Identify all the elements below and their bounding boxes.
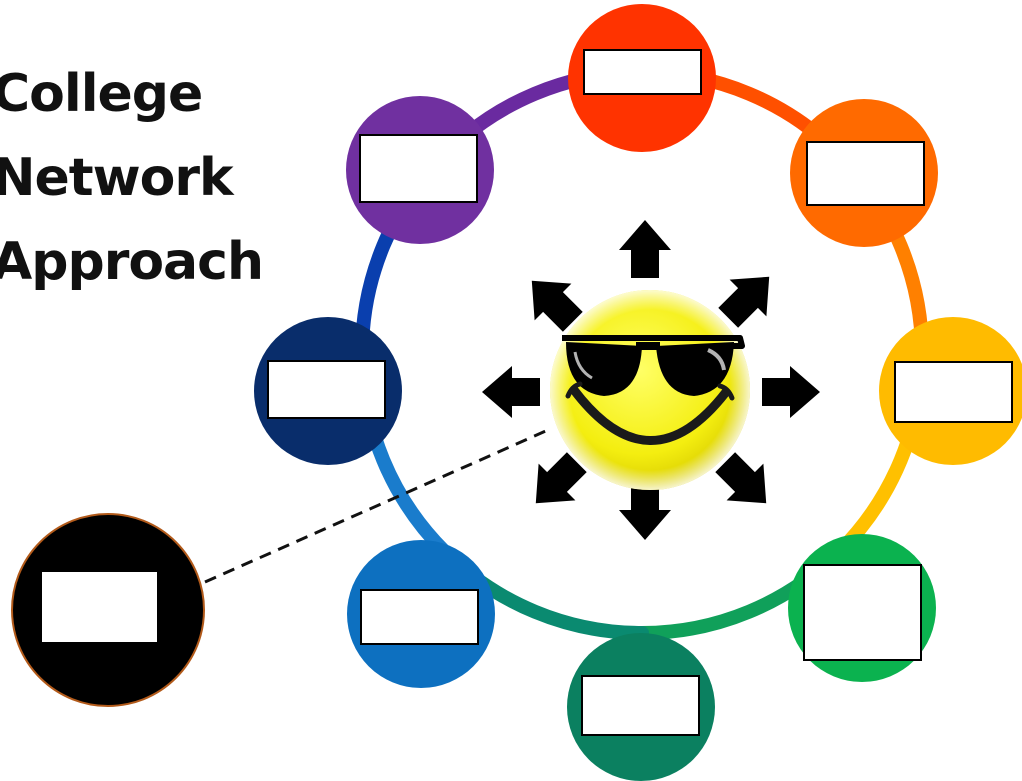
node-red-label-box[interactable] — [583, 49, 702, 95]
arrow-left-icon — [482, 366, 540, 418]
node-amber[interactable] — [879, 317, 1022, 465]
node-red[interactable] — [568, 4, 716, 152]
node-blue-label-box[interactable] — [360, 589, 479, 645]
arrow-right-icon — [762, 366, 820, 418]
node-navy-label-box[interactable] — [267, 360, 386, 419]
arrow-up-icon — [619, 220, 671, 278]
title-line-1: College — [0, 64, 203, 124]
dashed-connector — [204, 428, 549, 584]
smiley-face-with-sunglasses-icon — [550, 290, 750, 490]
node-orange[interactable] — [790, 99, 938, 247]
page-title: College Network Approach — [0, 52, 264, 304]
node-amber-label-box[interactable] — [894, 361, 1013, 423]
node-teal-label-box[interactable] — [581, 675, 700, 736]
node-purple-label-box[interactable] — [359, 134, 478, 203]
node-green-label-box[interactable] — [803, 564, 922, 661]
node-teal[interactable] — [567, 633, 715, 781]
node-purple[interactable] — [346, 96, 494, 244]
node-blue[interactable] — [347, 540, 495, 688]
external-node-label-box[interactable] — [40, 570, 159, 644]
node-green[interactable] — [788, 534, 936, 682]
arrow-down-icon — [619, 482, 671, 540]
node-navy[interactable] — [254, 317, 402, 465]
title-line-3: Approach — [0, 232, 264, 292]
external-node[interactable] — [11, 513, 205, 707]
node-orange-label-box[interactable] — [806, 141, 925, 206]
title-line-2: Network — [0, 148, 234, 208]
